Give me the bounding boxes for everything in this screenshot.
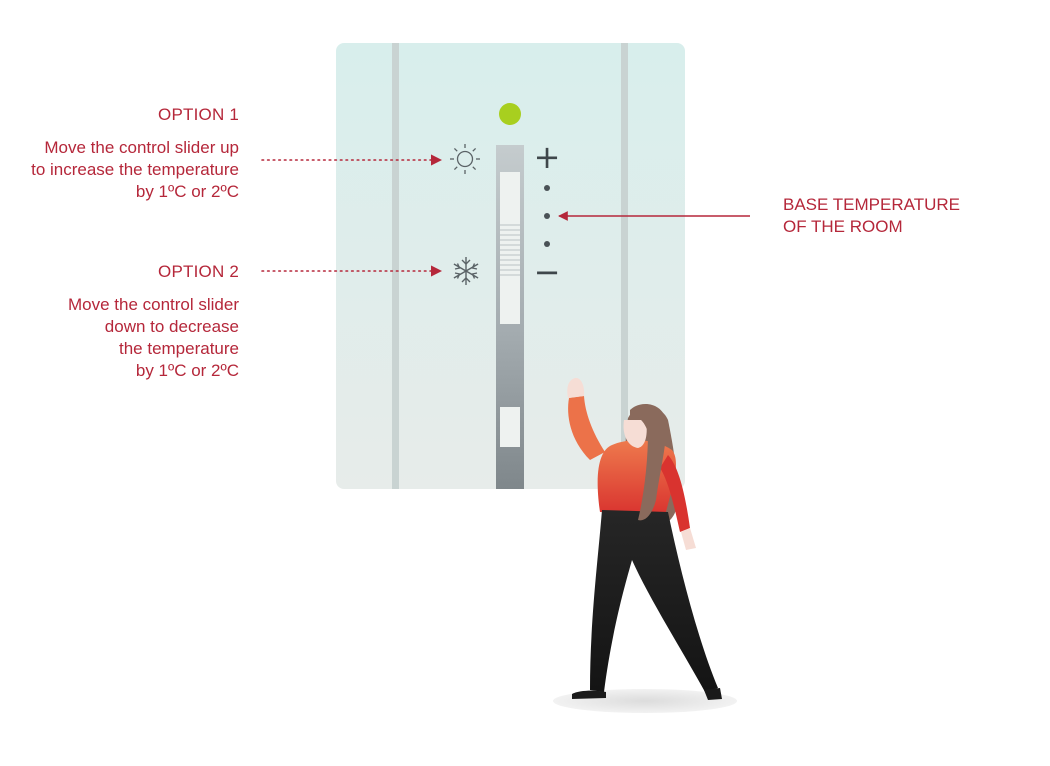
option1-description: Move the control slider up to increase t…	[31, 137, 239, 203]
option2-line: the temperature	[118, 339, 239, 358]
option1-title: OPTION 1	[158, 105, 239, 124]
option2-title: OPTION 2	[158, 262, 239, 281]
option2-description: Move the control slider down to decrease…	[68, 294, 239, 382]
option1-line: Move the control slider up	[44, 138, 239, 157]
scale-dots	[544, 185, 550, 247]
snowflake-icon	[453, 257, 479, 285]
option1-line: to increase the temperature	[31, 160, 239, 179]
option1-line: by 1ºC or 2ºC	[135, 182, 239, 201]
slider-lower-window	[500, 407, 520, 447]
option2-line: Move the control slider	[67, 295, 239, 314]
person-figure	[553, 377, 737, 713]
option2-line: down to decrease	[104, 317, 239, 336]
status-led-icon	[499, 103, 521, 125]
option2-line: by 1ºC or 2ºC	[135, 361, 239, 380]
base-temperature-label: BASE TEMPERATURE OF THE ROOM	[783, 194, 960, 238]
temperature-slider[interactable]	[496, 145, 524, 489]
minus-symbol[interactable]: −	[533, 253, 561, 291]
base-temperature-line: OF THE ROOM	[783, 217, 903, 236]
slider-handle[interactable]	[500, 172, 520, 324]
sun-icon	[450, 144, 480, 174]
plus-symbol[interactable]: +	[533, 138, 561, 176]
base-temperature-line: BASE TEMPERATURE	[783, 195, 960, 214]
